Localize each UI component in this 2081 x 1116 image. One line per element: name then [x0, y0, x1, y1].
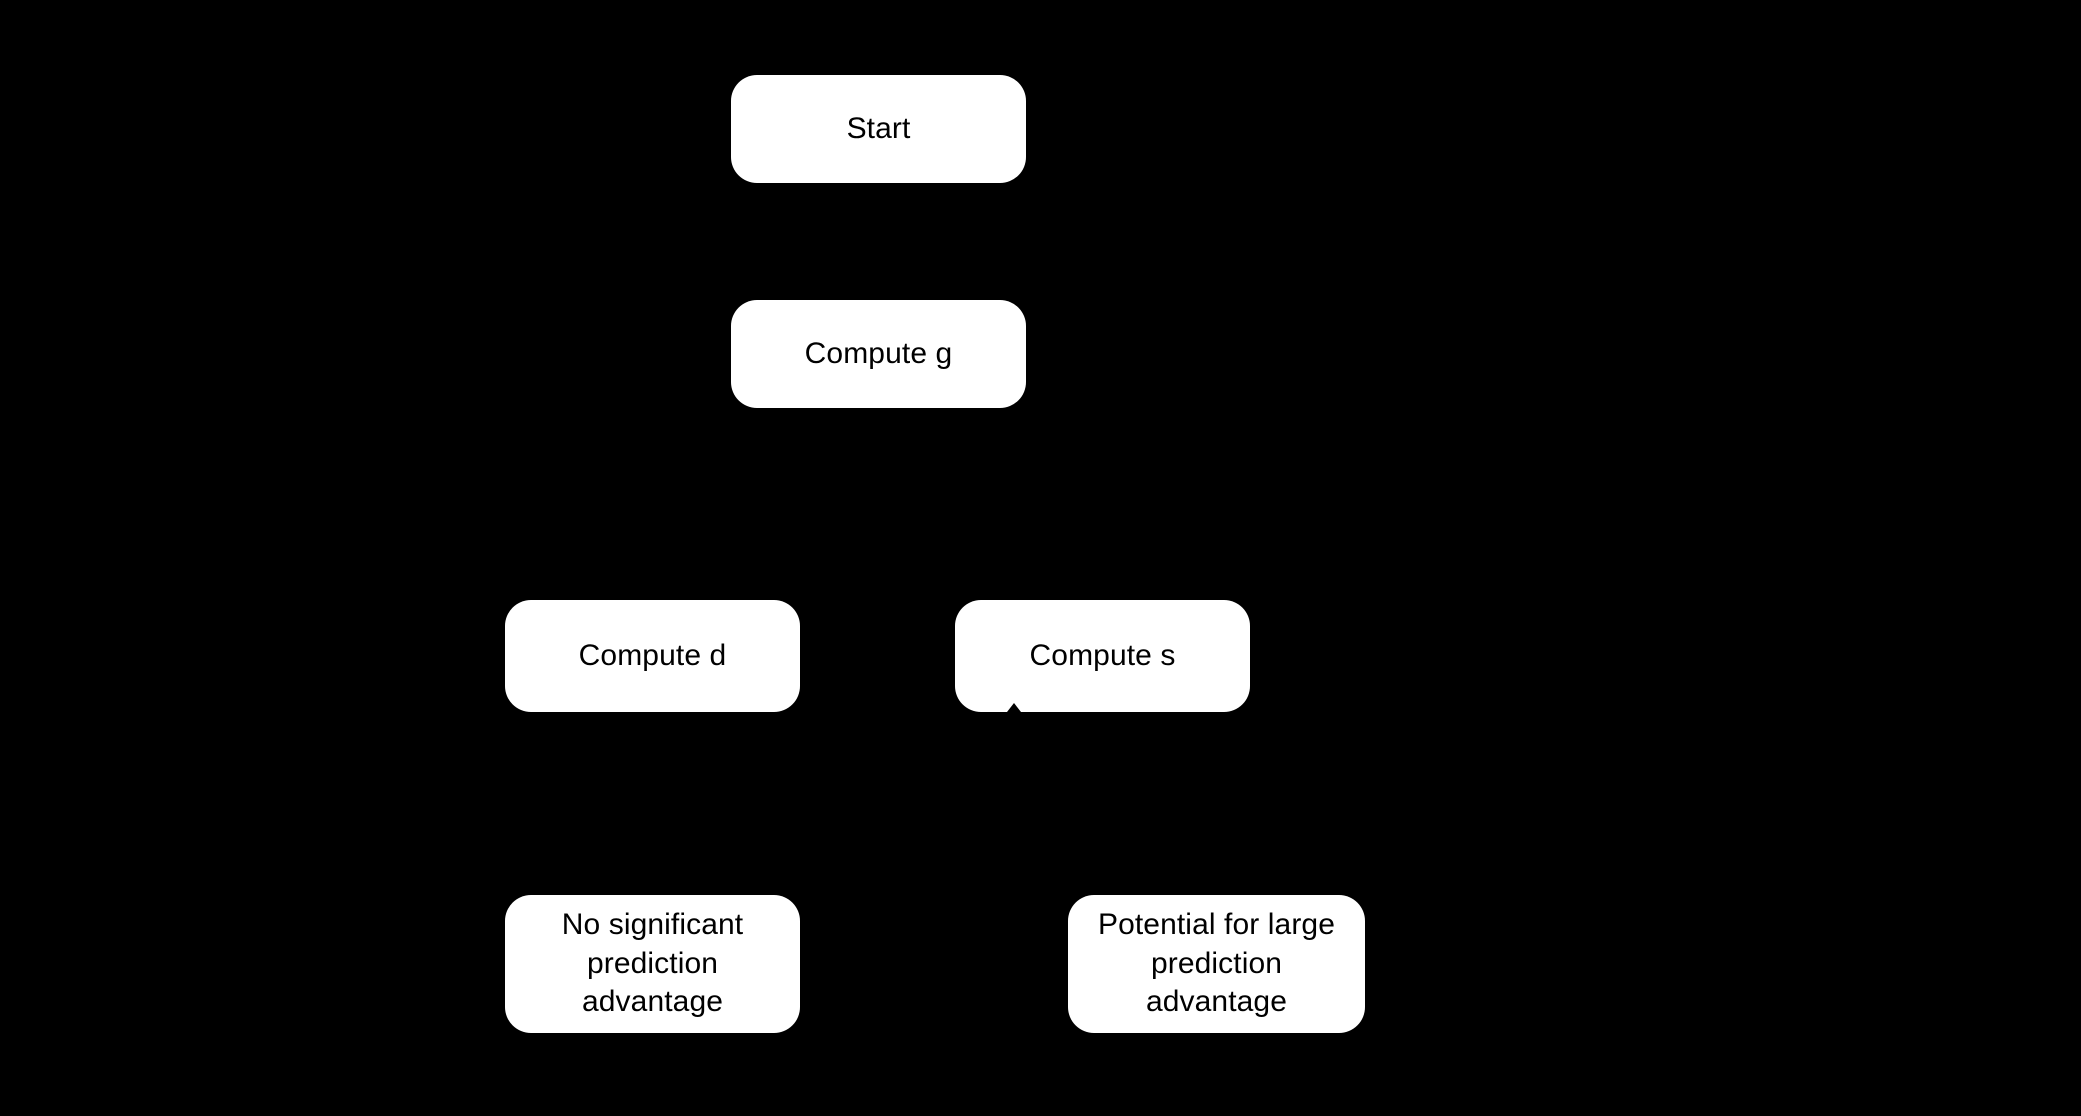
node-no-significant-prediction-advantage-label: No significant prediction advantage [561, 908, 744, 1019]
node-potential-for-large-prediction-advantage[interactable]: Potential for large prediction advantage [1068, 895, 1365, 1033]
node-compute-d[interactable]: Compute d [505, 600, 800, 712]
node-compute-d-label: Compute d [578, 638, 727, 672]
node-compute-s-label: Compute s [1029, 638, 1176, 672]
node-compute-s[interactable]: Compute s [955, 600, 1250, 712]
arrowhead-into-compute-s [1007, 703, 1021, 712]
node-potential-for-large-prediction-advantage-label: Potential for large prediction advantage [1097, 908, 1336, 1019]
node-compute-g[interactable]: Compute g [731, 300, 1026, 408]
node-start-label: Start [846, 111, 911, 145]
node-start[interactable]: Start [731, 75, 1026, 183]
node-compute-g-label: Compute g [804, 336, 953, 370]
node-no-significant-prediction-advantage[interactable]: No significant prediction advantage [505, 895, 800, 1033]
edge-compute-s-to-large-advantage [1100, 712, 1220, 894]
